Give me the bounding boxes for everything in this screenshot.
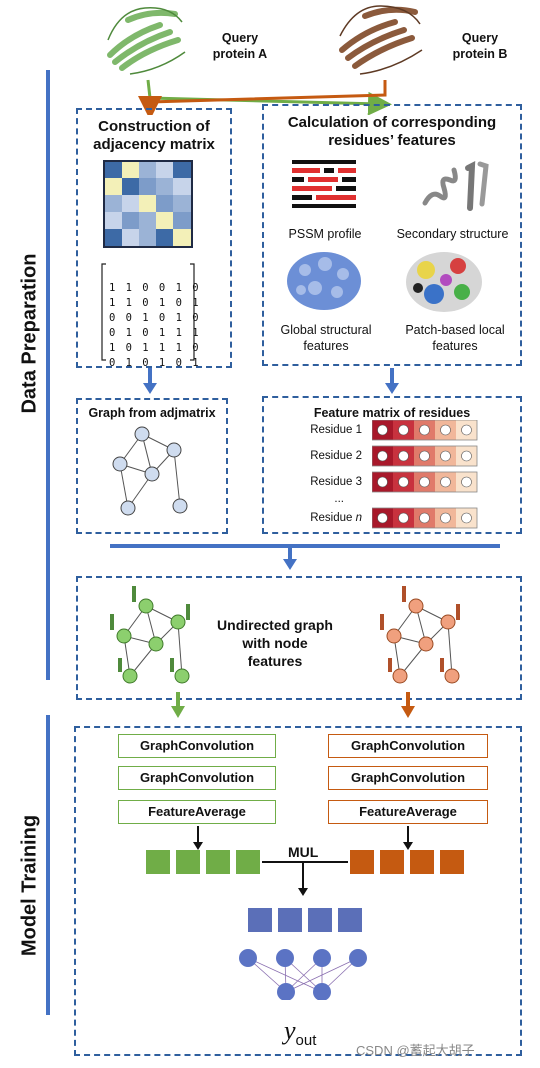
right-graph-convolution-1: GraphConvolution: [328, 734, 488, 758]
feature-matrix-title: Feature matrix of residues: [313, 406, 471, 420]
model-training-bar: [46, 715, 50, 1015]
data-preparation-label: Data Preparation: [18, 253, 41, 414]
pssm-caption: PSSM profile: [288, 227, 362, 241]
pssm-icon: [292, 160, 356, 208]
matrix-row: 0 1 0 1 1 1: [109, 327, 201, 339]
y-out-label: yout: [284, 1016, 317, 1050]
secondary-structure-caption: Secondary structure: [396, 227, 509, 241]
residue-label: Residue 1: [310, 424, 362, 436]
feature-cells: [372, 420, 478, 529]
feature-matrix-box: [262, 396, 522, 534]
adjacency-heatmap: [103, 160, 193, 248]
arrows-to-second-row: [143, 368, 399, 394]
patch-local-icon: [406, 252, 482, 312]
protein-a-structure: [107, 7, 186, 75]
residue-label: Residue n: [310, 512, 362, 524]
mul-label: MUL: [288, 844, 319, 860]
residue-label: ...: [334, 493, 344, 505]
left-graph-convolution-1: GraphConvolution: [118, 734, 276, 758]
residue-label: Residue 2: [310, 450, 362, 462]
graph-box: [76, 398, 228, 534]
model-training-box: [74, 726, 522, 1056]
arrows-to-model: [171, 692, 415, 718]
undirected-graph-box: [76, 576, 522, 700]
matrix-row: 1 1 0 0 1 0: [109, 282, 201, 294]
right-feature-average: FeatureAverage: [328, 800, 488, 824]
model-flow: [146, 826, 464, 1000]
residue-label: Residue 3: [310, 476, 362, 488]
graph-box-title: Graph from adjmatrix: [88, 406, 216, 420]
green-feature-graph: [110, 586, 190, 684]
matrix-row: 1 1 0 1 0 1: [109, 297, 201, 309]
protein-cross-arrows: [138, 79, 392, 115]
global-structure-icon: [287, 252, 361, 310]
graph-diagram: [112, 426, 188, 516]
secondary-structure-icon: [422, 161, 489, 211]
matrix-brackets: [101, 263, 195, 361]
merge-arrow: [110, 544, 500, 570]
matrix-row: 1 0 1 1 1 0: [109, 342, 201, 354]
adjacency-matrix-values: 1 1 0 0 1 0 1 1 0 1 0 1 0 0 1 0 1 0 0 1 0 1…: [109, 266, 201, 386]
adjacency-box: [76, 108, 232, 368]
matrix-row: 0 1 0 1 0 1: [109, 357, 201, 369]
data-prep-bar: [46, 70, 50, 680]
right-graph-convolution-2: GraphConvolution: [328, 766, 488, 790]
features-box: [262, 104, 522, 366]
protein-b-structure: [339, 5, 423, 75]
watermark: CSDN @蓄起大胡子: [356, 1043, 475, 1058]
left-feature-average: FeatureAverage: [118, 800, 276, 824]
left-graph-convolution-2: GraphConvolution: [118, 766, 276, 790]
orange-feature-graph: [380, 586, 460, 684]
matrix-row: 0 0 1 0 1 0: [109, 312, 201, 324]
